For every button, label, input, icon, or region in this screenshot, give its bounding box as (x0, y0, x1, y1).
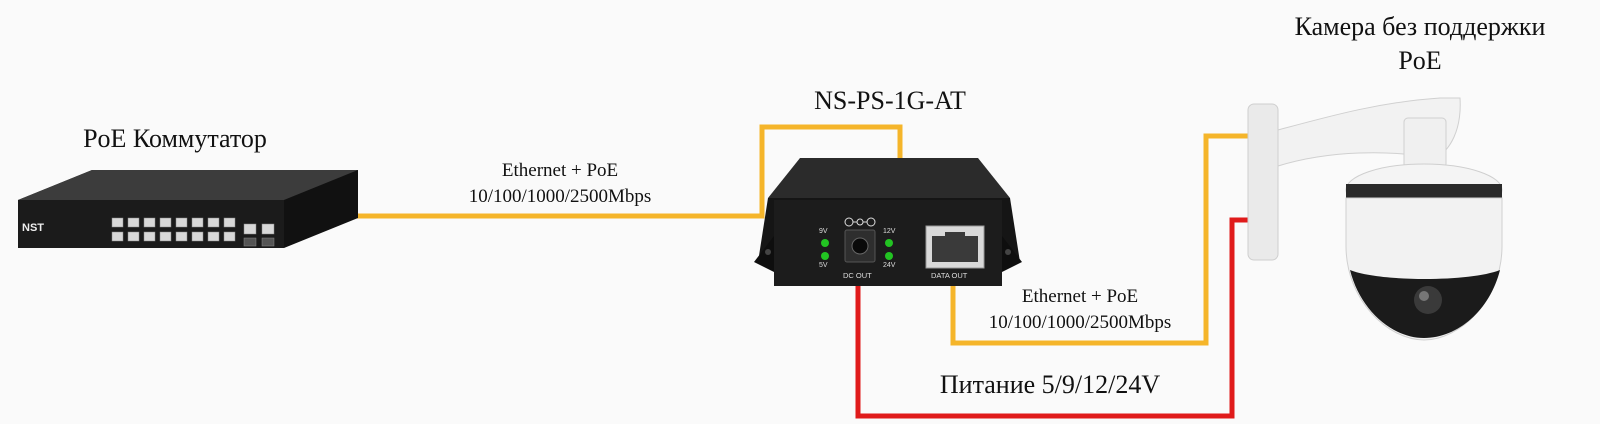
led-24v (885, 252, 893, 260)
dc-polarity-icon (844, 217, 876, 227)
ethernet-label-1-line2: 10/100/1000/2500Mbps (468, 186, 652, 207)
camera-lens (1414, 286, 1442, 314)
camera-label-line1: Камера без поддержки (1294, 12, 1546, 41)
ethernet-cable-splitter-to-camera (950, 133, 1248, 346)
ethernet-cable-switch-to-splitter (352, 124, 903, 219)
ethernet-label-2: Ethernet + PoE 10/100/1000/2500Mbps (960, 284, 1200, 336)
power-cable-splitter-to-camera (855, 217, 1248, 419)
ethernet-label-2-line1: Ethernet + PoE (1021, 286, 1139, 307)
label-5v: 5V (819, 262, 828, 269)
label-9v: 9V (819, 228, 828, 235)
dc-out-label: DC OUT (843, 271, 872, 280)
led-12v (885, 239, 893, 247)
power-label: Питание 5/9/12/24V (939, 370, 1161, 399)
splitter-label: NS-PS-1G-AT (814, 86, 966, 115)
ptz-camera (1247, 97, 1503, 341)
poe-splitter-device: 9V 5V 12V 24V DC OUT DATA OUT (754, 158, 1022, 286)
ethernet-label-1-line1: Ethernet + PoE (501, 160, 619, 181)
poe-switch: NST (18, 170, 358, 248)
camera-label-line2: PoE (1398, 46, 1442, 75)
led-5v (821, 252, 829, 260)
label-12v: 12V (883, 228, 896, 235)
ethernet-label-1: Ethernet + PoE 10/100/1000/2500Mbps (440, 158, 680, 210)
led-9v (821, 239, 829, 247)
switch-label: PoE Коммутатор (83, 124, 267, 153)
switch-brand-logo: NST (22, 222, 44, 234)
ethernet-label-2-line2: 10/100/1000/2500Mbps (988, 312, 1172, 333)
data-out-label: DATA OUT (931, 271, 968, 280)
label-24v: 24V (883, 262, 896, 269)
camera-label: Камера без поддержки PoE (1270, 10, 1570, 78)
switch-ports (111, 217, 275, 247)
